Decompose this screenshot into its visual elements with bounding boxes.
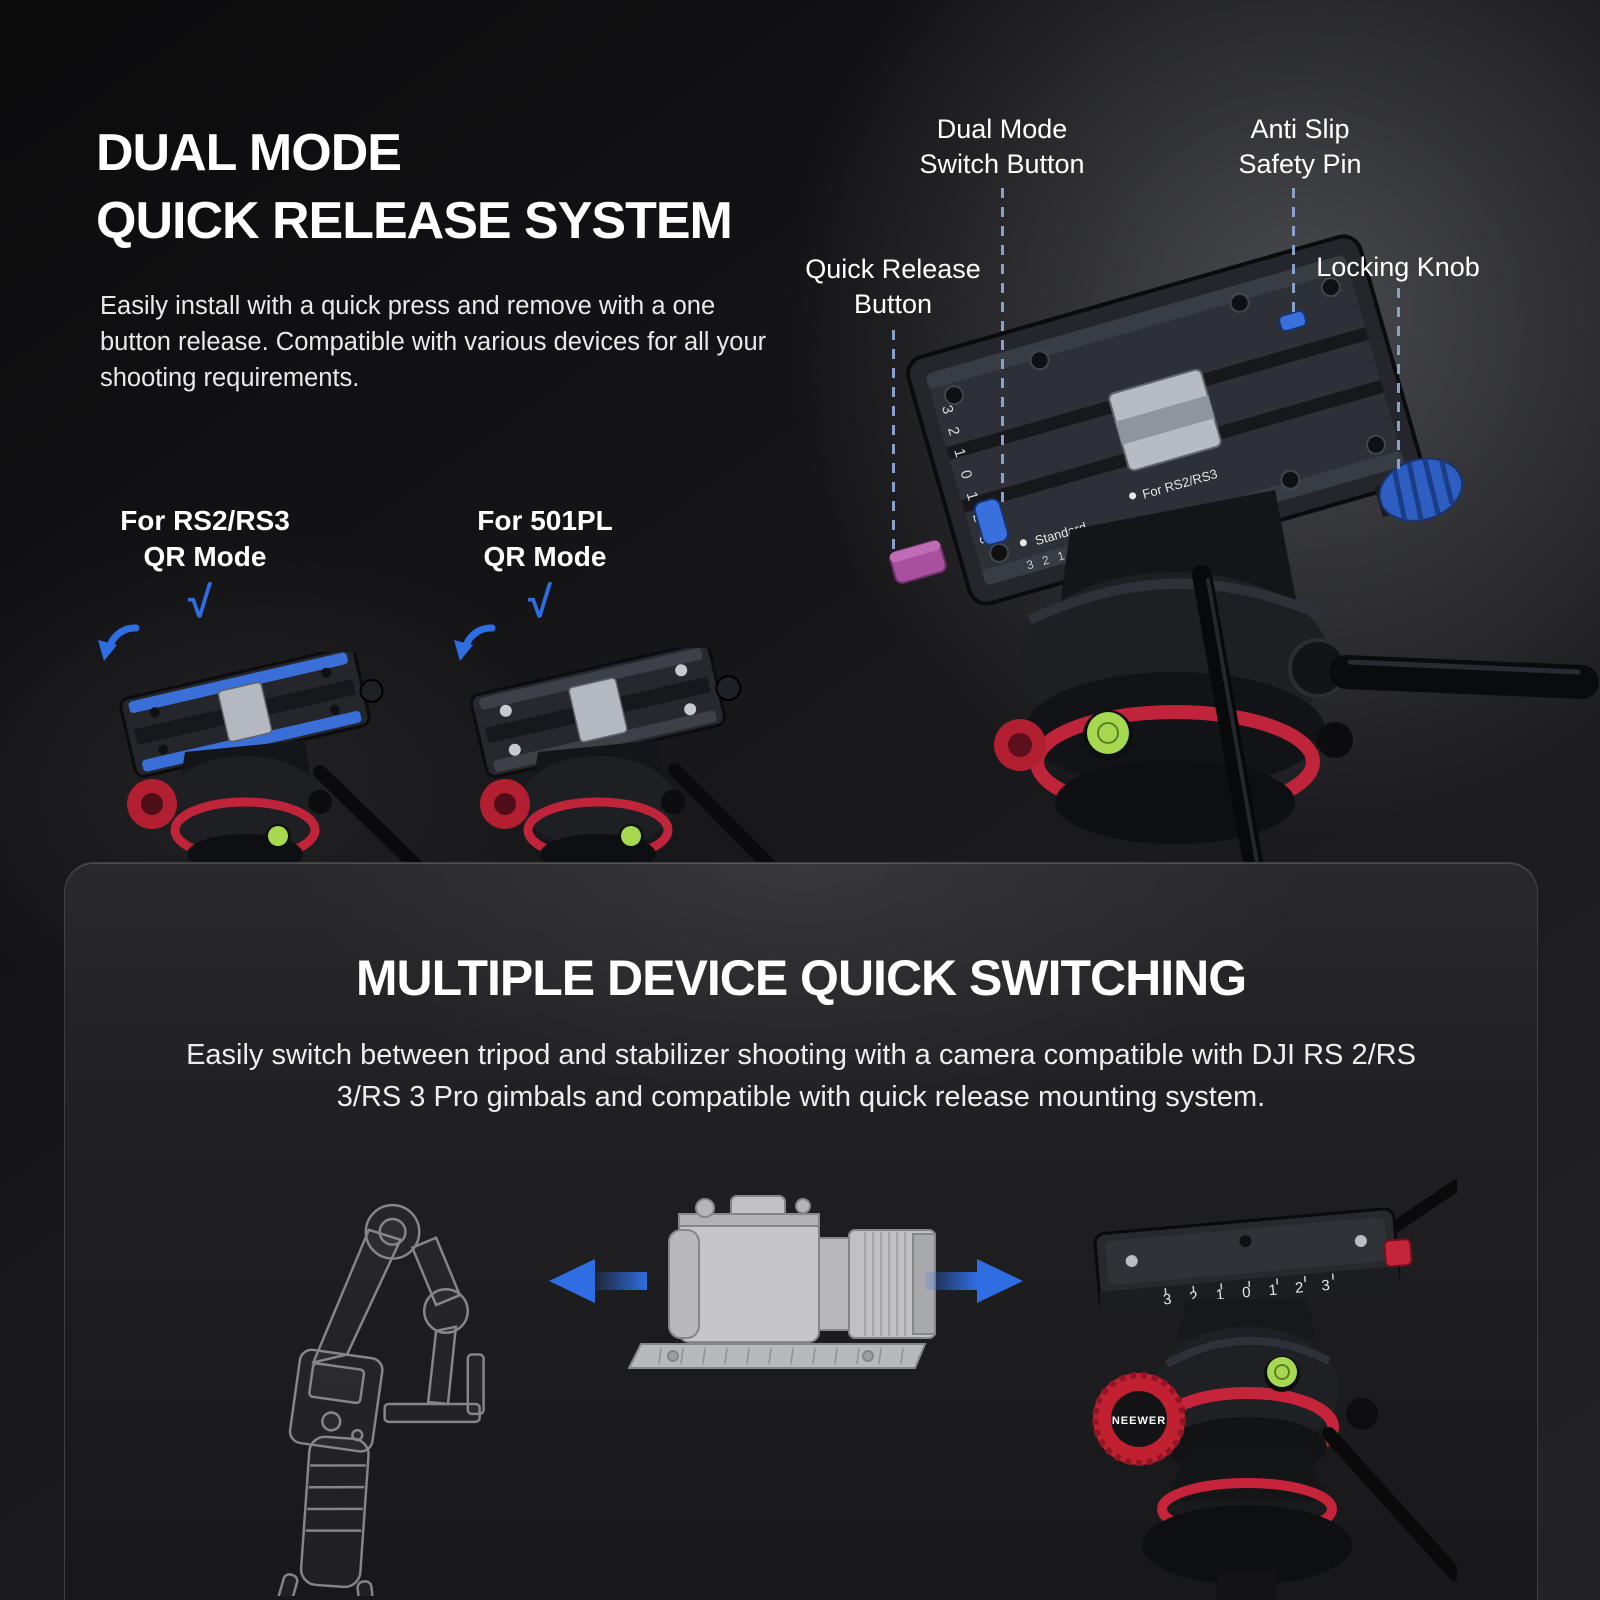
callout-locking-knob: Locking Knob <box>1316 252 1480 282</box>
check-icon: √ <box>527 578 553 627</box>
pan-handle <box>1192 565 1599 890</box>
dual-mode-switch <box>973 497 1010 546</box>
mini-product-501pl-image <box>469 648 780 878</box>
red-release-button <box>1383 1238 1413 1268</box>
callout-dual-mode-switch: Dual Mode Switch Button <box>919 114 1085 179</box>
hero-title-line1: DUAL MODE <box>96 123 402 182</box>
check-icon: √ <box>187 578 213 627</box>
panel-description: Easily switch between tripod and stabili… <box>186 1039 1416 1114</box>
bubble-level <box>1267 1357 1297 1387</box>
callout-anti-slip-pin: Anti Slip Safety Pin <box>1238 114 1362 179</box>
arrow-right-icon <box>925 1259 1023 1303</box>
curved-arrow-icon <box>454 624 496 661</box>
callout-line-quick-release <box>892 330 895 558</box>
hero-description: Easily install with a quick press and re… <box>100 291 767 392</box>
arrow-left-icon <box>549 1259 647 1303</box>
curved-arrow-icon <box>98 624 140 661</box>
fluid-head-front-image: 3 2 1 0 1 2 3 NEEWER <box>1092 1179 1457 1600</box>
brand-label: NEEWER <box>1112 1415 1166 1427</box>
front-plate: 3 2 1 0 1 2 3 <box>1093 1207 1413 1314</box>
callout-line-dual-mode <box>1001 188 1004 506</box>
mode-label-rs2-rs3: For RS2/RS3 QR Mode <box>120 505 290 573</box>
panel-title: MULTIPLE DEVICE QUICK SWITCHING <box>355 949 1247 1006</box>
panel-glow <box>285 863 1317 1123</box>
hero-title: DUAL MODE QUICK RELEASE SYSTEM <box>96 119 733 256</box>
bubble-level <box>1087 712 1129 754</box>
callout-line-anti-slip <box>1292 188 1295 318</box>
camera-sketch-image <box>627 1195 936 1369</box>
anti-slip-safety-pin <box>1278 309 1308 333</box>
mode-label-501pl: For 501PL QR Mode <box>477 505 613 573</box>
pan-handle <box>1322 1427 1457 1581</box>
gimbal-sketch-image <box>271 1203 485 1596</box>
multiple-device-panel: MULTIPLE DEVICE QUICK SWITCHING Easily s… <box>64 862 1538 1600</box>
callout-line-locking-knob <box>1397 288 1400 476</box>
mini-product-rs2-rs3-image <box>119 652 430 877</box>
main-product-image: 3 2 1 0 1 2 3 3 2 1 0 1 2 3 Standard For… <box>889 234 1599 890</box>
neewer-knob: NEEWER <box>1092 1372 1186 1466</box>
hero-title-line2: QUICK RELEASE SYSTEM <box>96 192 733 251</box>
locking-knob <box>1374 457 1464 522</box>
callout-quick-release-button: Quick Release Button <box>805 254 981 319</box>
quick-release-button <box>889 540 947 584</box>
